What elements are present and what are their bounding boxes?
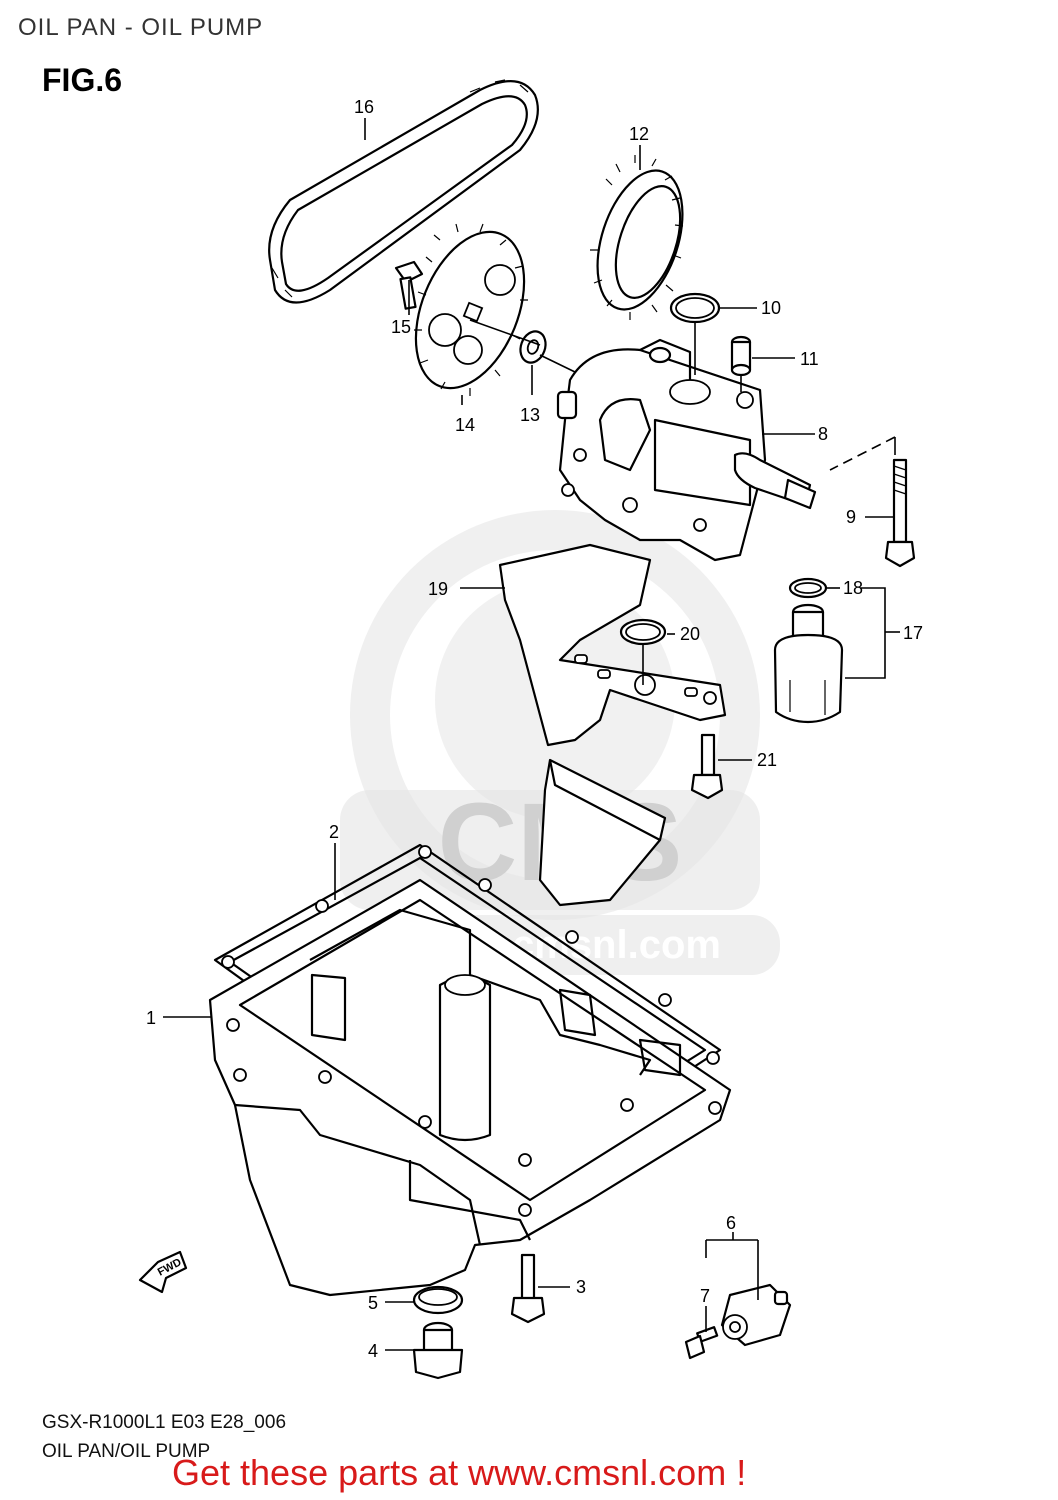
callout-10: 10 xyxy=(761,298,781,318)
part-12-sprocket xyxy=(590,155,684,320)
callout-9: 9 xyxy=(846,507,856,527)
callouts: 1 2 3 4 5 6 7 8 9 10 11 12 13 14 15 16 1… xyxy=(146,97,923,1361)
callout-5: 5 xyxy=(368,1293,378,1313)
callout-15: 15 xyxy=(391,317,411,337)
callout-7: 7 xyxy=(700,1286,710,1306)
callout-8: 8 xyxy=(818,424,828,444)
callout-19: 19 xyxy=(428,579,448,599)
callout-13: 13 xyxy=(520,405,540,425)
pan-bolt-holes xyxy=(221,845,722,1217)
part-20-o-ring xyxy=(619,618,667,646)
part-13-washer xyxy=(519,330,547,364)
part-14-gear xyxy=(414,223,528,396)
callout-16: 16 xyxy=(354,97,374,117)
part-17-valve xyxy=(773,603,844,724)
callout-11: 11 xyxy=(800,349,819,369)
part-11-pin xyxy=(730,335,752,377)
callout-17: 17 xyxy=(903,623,923,643)
part-18-o-ring xyxy=(788,577,828,599)
part-6-pressure-switch xyxy=(720,1283,792,1347)
part-19-strainer xyxy=(498,543,727,907)
part-7-screw xyxy=(684,1326,719,1360)
figure-label: FIG.6 xyxy=(42,62,123,98)
part-5-gasket xyxy=(412,1285,464,1315)
part-10-o-ring xyxy=(669,292,721,324)
page-title: OIL PAN - OIL PUMP xyxy=(18,14,264,41)
part-4-drain-plug xyxy=(412,1321,464,1380)
callout-4: 4 xyxy=(368,1341,378,1361)
part-9-bolt xyxy=(884,458,916,568)
part-15-bolt xyxy=(394,260,424,310)
callout-2: 2 xyxy=(329,822,339,842)
diagram-code: GSX-R1000L1 E03 E28_006 xyxy=(42,1412,287,1433)
part-8-oil-pump xyxy=(556,338,817,562)
leader-lines xyxy=(163,118,900,1351)
part-21-bolt xyxy=(690,733,724,800)
part-16-chain xyxy=(268,79,539,304)
part-1-oil-pan xyxy=(208,845,732,1297)
callout-20: 20 xyxy=(680,624,700,644)
callout-12: 12 xyxy=(629,124,649,144)
fwd-arrow: FWD xyxy=(138,1250,188,1294)
callout-21: 21 xyxy=(757,750,777,770)
callout-18: 18 xyxy=(843,578,863,598)
part-3-bolt xyxy=(510,1253,546,1324)
diagram-subtitle: OIL PAN/OIL PUMP xyxy=(42,1441,211,1462)
callout-6: 6 xyxy=(726,1213,736,1233)
promo-link[interactable]: Get these parts at www.cmsnl.com ! xyxy=(172,1452,747,1493)
callout-3: 3 xyxy=(576,1277,586,1297)
callout-1: 1 xyxy=(146,1008,156,1028)
callout-14: 14 xyxy=(455,415,475,435)
